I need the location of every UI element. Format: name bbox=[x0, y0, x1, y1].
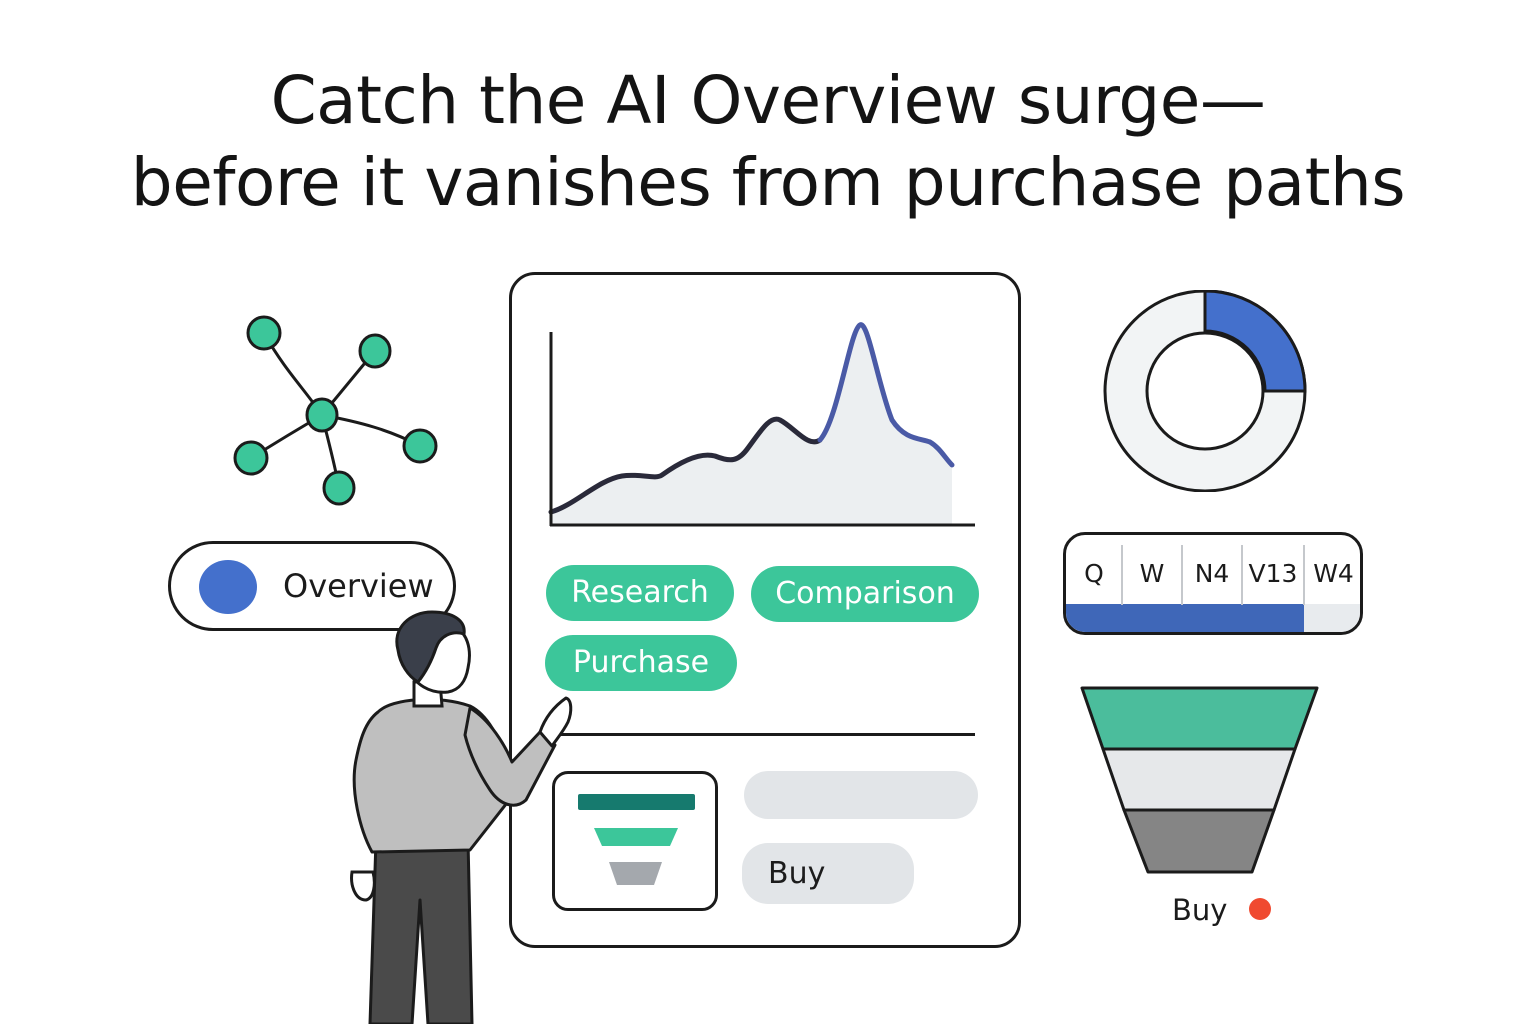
week-label: W bbox=[1139, 559, 1165, 588]
buy-button[interactable]: Buy bbox=[742, 843, 914, 904]
chip-research[interactable]: Research bbox=[546, 565, 734, 621]
week-bar bbox=[1242, 604, 1304, 632]
card-divider bbox=[551, 733, 975, 736]
week-bar-empty bbox=[1304, 604, 1360, 632]
funnel-stage-2 bbox=[1101, 747, 1297, 812]
funnel-stage-3 bbox=[1122, 808, 1276, 874]
week-label: Q bbox=[1084, 559, 1104, 588]
week-divider bbox=[1121, 545, 1123, 605]
week-cell[interactable]: W4 bbox=[1304, 535, 1360, 632]
week-cell[interactable]: N4 bbox=[1182, 535, 1242, 632]
week-bar bbox=[1182, 604, 1242, 632]
network-icon bbox=[233, 315, 438, 506]
week-label: W4 bbox=[1313, 559, 1354, 588]
placeholder-bar bbox=[744, 771, 978, 819]
week-label: N4 bbox=[1194, 559, 1230, 588]
overview-toggle[interactable]: Overview bbox=[168, 541, 456, 631]
funnel-stage-1 bbox=[1080, 686, 1319, 751]
trend-chart bbox=[548, 322, 975, 527]
network-node bbox=[402, 428, 438, 464]
week-divider bbox=[1303, 545, 1305, 605]
funnel-buy-label: Buy bbox=[1172, 893, 1228, 927]
chip-purchase[interactable]: Purchase bbox=[545, 635, 737, 691]
week-cell[interactable]: V13 bbox=[1242, 535, 1304, 632]
week-bar bbox=[1122, 604, 1182, 632]
week-strip: Q W N4 V13 W4 bbox=[1063, 532, 1363, 635]
network-node bbox=[322, 470, 356, 506]
week-bar bbox=[1066, 604, 1122, 632]
network-node bbox=[305, 397, 339, 433]
mini-funnel-icon bbox=[578, 794, 695, 885]
headline-line-1: Catch the AI Overview surge— bbox=[270, 62, 1266, 139]
buy-marker-dot bbox=[1249, 898, 1271, 920]
week-label: V13 bbox=[1248, 559, 1298, 588]
week-cell[interactable]: W bbox=[1122, 535, 1182, 632]
person-illustration bbox=[350, 610, 573, 1024]
week-divider bbox=[1241, 545, 1243, 605]
week-cell[interactable]: Q bbox=[1066, 535, 1122, 632]
network-node bbox=[246, 315, 282, 351]
funnel-chart bbox=[1080, 686, 1319, 874]
overview-dot bbox=[199, 560, 257, 614]
mini-funnel-card[interactable] bbox=[552, 771, 718, 911]
donut-chart bbox=[1103, 290, 1307, 492]
chip-comparison[interactable]: Comparison bbox=[751, 566, 979, 622]
network-node bbox=[358, 333, 392, 369]
trend-spike-line bbox=[817, 322, 955, 468]
donut-segment bbox=[1203, 290, 1307, 393]
trend-area bbox=[551, 324, 952, 525]
network-node bbox=[233, 440, 269, 476]
headline-line-2: before it vanishes from purchase paths bbox=[130, 144, 1406, 221]
week-divider bbox=[1181, 545, 1183, 605]
trend-line bbox=[548, 416, 823, 515]
donut-hole bbox=[1145, 331, 1265, 451]
overview-label: Overview bbox=[283, 567, 434, 605]
